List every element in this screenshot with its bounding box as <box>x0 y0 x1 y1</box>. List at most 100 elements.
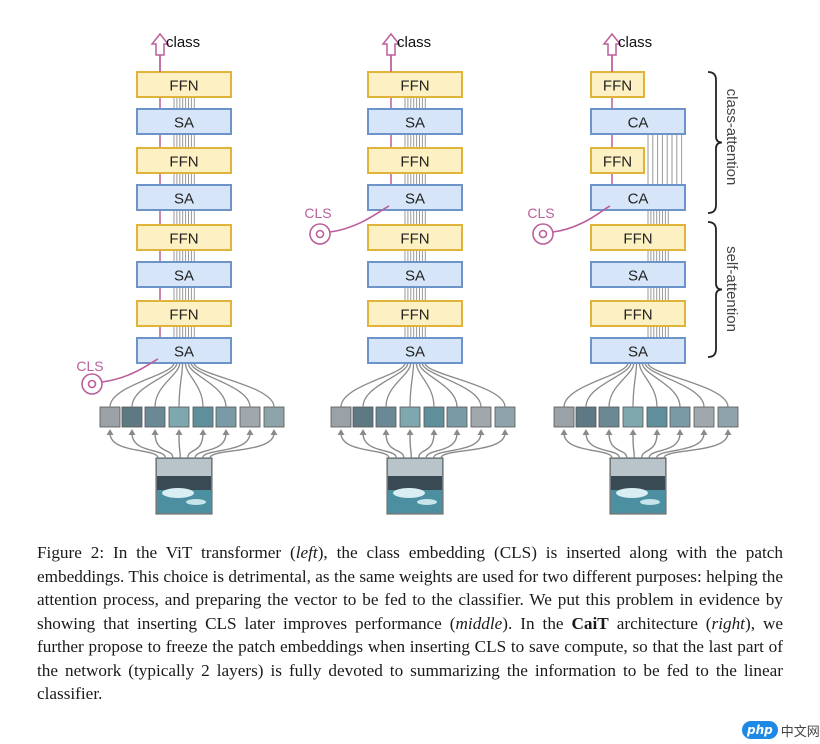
patch-tile <box>494 406 516 428</box>
block-label: SA <box>174 268 194 285</box>
patch-arrow <box>432 432 482 459</box>
caption-text-1: Figure 2: In the ViT transformer ( <box>37 543 296 562</box>
patch-arrow <box>109 432 159 459</box>
block-box <box>136 300 232 327</box>
patch-to-block-line <box>385 362 412 408</box>
patch-arrow <box>409 432 412 459</box>
patch-tile <box>375 406 397 428</box>
class-output-label: class <box>166 34 200 51</box>
patch-arrowhead <box>676 429 684 435</box>
patch-arrowhead <box>382 429 390 435</box>
patch-arrowhead <box>653 429 661 435</box>
block-box <box>590 147 645 174</box>
input-image-ice <box>393 488 425 498</box>
block-ffn: FFN <box>367 300 463 327</box>
cls-insert-curve <box>552 205 611 233</box>
class-attention-label: class-attention <box>723 89 740 186</box>
cls-token-outer <box>532 223 554 245</box>
block-box <box>136 71 232 98</box>
block-label: FFN <box>603 78 632 95</box>
patch-tile <box>239 406 261 428</box>
patch-to-block-line <box>184 362 204 408</box>
block-ffn: FFN <box>367 147 463 174</box>
patch-tile <box>553 406 575 428</box>
patch-tile <box>399 406 421 428</box>
block-box <box>136 184 232 211</box>
caption-text-3: ). In the <box>502 613 572 633</box>
block-label: FFN <box>400 154 429 171</box>
self-attention-label: self-attention <box>723 246 740 332</box>
block-label: SA <box>405 115 425 132</box>
block-label: FFN <box>603 154 632 171</box>
patch-arrowhead <box>222 429 230 435</box>
patch-arrowhead <box>106 429 114 435</box>
block-ffn: FFN <box>590 71 645 98</box>
patch-tile <box>215 406 237 428</box>
input-image-ice-2 <box>186 499 206 505</box>
class-output-label: class <box>618 34 652 51</box>
block-box <box>590 224 686 251</box>
block-sa: SA <box>136 184 232 211</box>
block-box <box>590 261 686 288</box>
patch-arrow <box>641 432 658 459</box>
block-label: SA <box>174 115 194 132</box>
block-sa: SA <box>136 261 232 288</box>
patch-tile <box>622 406 644 428</box>
patch-arrowhead <box>128 429 136 435</box>
patch-arrowhead <box>605 429 613 435</box>
block-box <box>367 147 463 174</box>
patch-to-block-line <box>362 362 409 408</box>
cls-token-inner <box>315 229 325 239</box>
patch-to-block-line <box>131 362 178 408</box>
block-label: FFN <box>400 307 429 324</box>
patch-arrowhead <box>629 429 637 435</box>
patch-tile <box>263 406 285 428</box>
patch-arrowhead <box>453 429 461 435</box>
class-attention-brace <box>707 71 723 214</box>
input-image-land <box>388 476 442 490</box>
patch-to-block-line <box>154 362 181 408</box>
caption-right-emph: right <box>711 613 745 633</box>
class-output-arrow <box>602 32 622 56</box>
block-box <box>367 71 463 98</box>
caption-cait-bold: CaiT <box>571 613 609 633</box>
caption-text-2: ), the class embedding (CLS) is inserted… <box>37 543 783 633</box>
block-box <box>590 108 686 135</box>
block-label: SA <box>628 268 648 285</box>
block-ffn: FFN <box>136 300 232 327</box>
patch-arrowhead <box>501 429 509 435</box>
block-ffn: FFN <box>367 71 463 98</box>
block-label: FFN <box>400 78 429 95</box>
patch-arrow <box>663 432 729 459</box>
patch-arrow <box>209 432 275 459</box>
patch-arrowhead <box>700 429 708 435</box>
patch-tile <box>470 406 492 428</box>
caption-text-4: architecture ( <box>608 613 712 633</box>
patch-tile <box>693 406 715 428</box>
block-sa: SA <box>590 337 686 364</box>
caption-text-5: ), we further propose to freeze the patc… <box>37 613 783 704</box>
patch-to-block-line <box>109 362 175 408</box>
block-ffn: FFN <box>590 147 645 174</box>
patch-arrow <box>418 432 435 459</box>
patch-arrow <box>131 432 167 459</box>
patch-arrow <box>608 432 628 459</box>
cls-insert-curve <box>101 358 159 383</box>
patch-to-block-line <box>644 362 705 408</box>
cls-token-inner <box>87 379 97 389</box>
patch-arrowhead <box>246 429 254 435</box>
patch-to-block-line <box>585 362 632 408</box>
patch-tile <box>575 406 597 428</box>
cls-token-inner <box>538 229 548 239</box>
figure-caption: Figure 2: In the ViT transformer (left),… <box>37 541 783 706</box>
patch-to-block-line <box>608 362 635 408</box>
patch-arrow <box>425 432 458 459</box>
patch-to-block-line <box>340 362 406 408</box>
block-label: FFN <box>169 231 198 248</box>
block-sa: SA <box>367 261 463 288</box>
block-label: SA <box>174 344 194 361</box>
block-box <box>367 224 463 251</box>
patch-tile <box>423 406 445 428</box>
caption-left-emph: left <box>295 543 318 562</box>
